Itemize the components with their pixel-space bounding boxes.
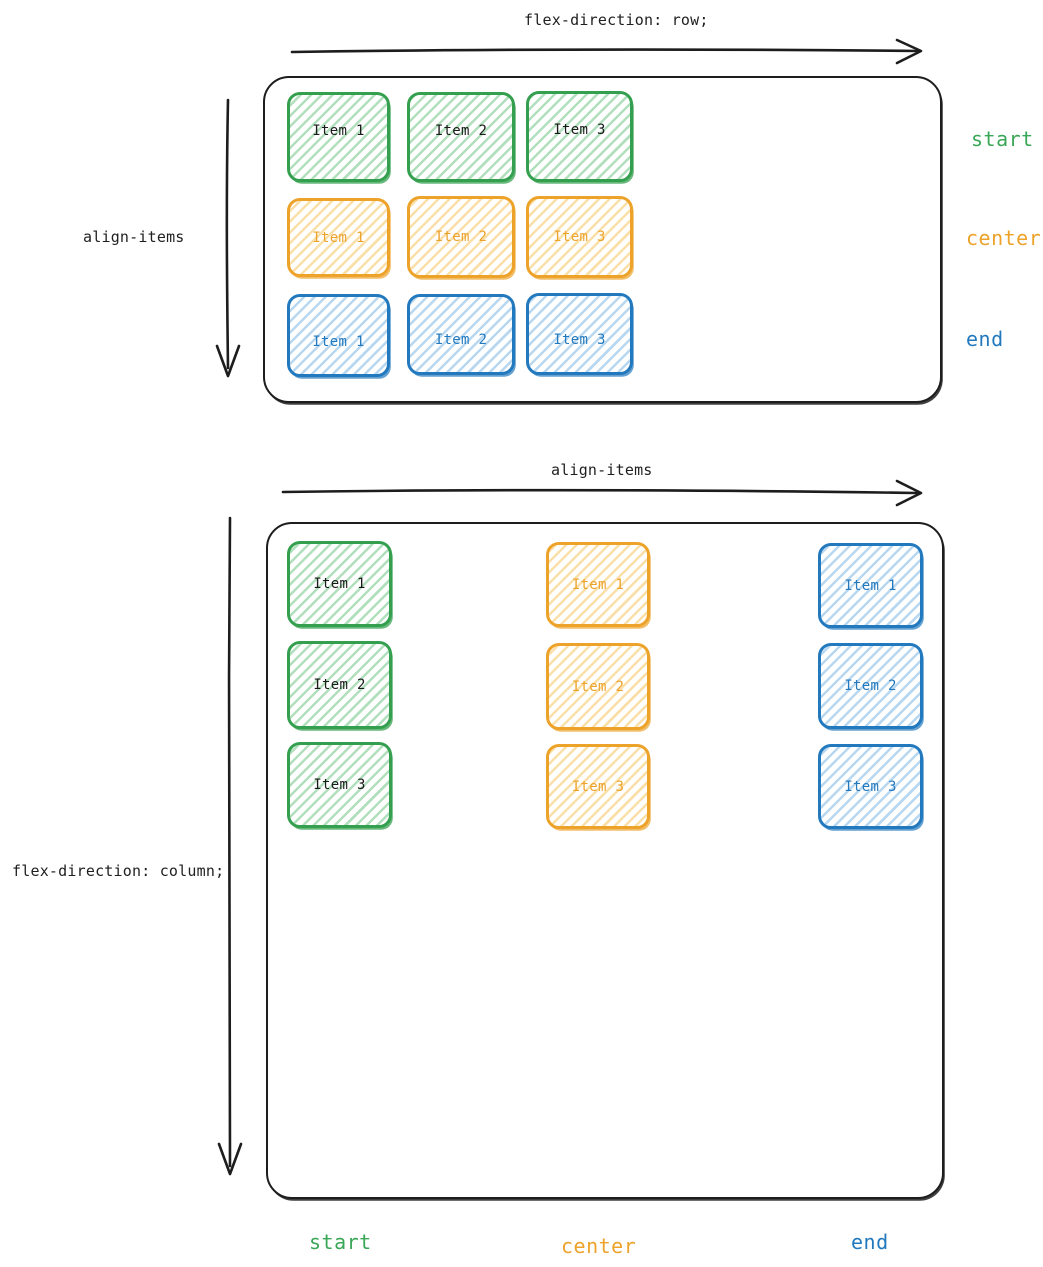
column-center-item-2[interactable]: Item 2 (546, 643, 650, 730)
row-cross-axis-arrow (215, 98, 241, 378)
item-label: Item 1 (844, 577, 897, 594)
row-center-label: center (966, 226, 1042, 250)
item-label: Item 3 (571, 778, 625, 795)
item-label: Item 3 (313, 777, 366, 793)
column-center-item-3[interactable]: Item 3 (546, 744, 650, 829)
item-label: Item 1 (312, 334, 365, 350)
row-end-item-3[interactable]: Item 3 (526, 293, 633, 375)
row-center-item-2[interactable]: Item 2 (407, 196, 515, 278)
item-label: Item 1 (312, 123, 365, 139)
item-label: Item 1 (312, 229, 365, 246)
item-label: Item 2 (434, 332, 488, 348)
item-label: Item 2 (313, 677, 366, 693)
column-end-item-3[interactable]: Item 3 (818, 744, 923, 829)
row-start-item-1[interactable]: Item 1 (287, 92, 390, 182)
column-start-item-2[interactable]: Item 2 (287, 641, 392, 729)
column-flex-container (266, 522, 944, 1199)
item-label: Item 2 (844, 678, 897, 694)
item-label: Item 2 (434, 229, 488, 245)
column-section-top-caption: align-items (551, 461, 653, 479)
row-section-top-caption: flex-direction: row; (524, 11, 709, 29)
item-label: Item 2 (571, 678, 625, 695)
row-end-label: end (966, 327, 1004, 351)
item-label: Item 3 (553, 229, 606, 245)
column-center-label: center (561, 1234, 637, 1258)
column-end-item-2[interactable]: Item 2 (818, 643, 923, 729)
row-end-item-2[interactable]: Item 2 (407, 294, 515, 375)
item-label: Item 3 (553, 122, 606, 138)
column-cross-axis-arrow (281, 479, 923, 507)
column-main-axis-arrow (217, 516, 243, 1176)
row-start-item-3[interactable]: Item 3 (526, 91, 633, 182)
item-label: Item 1 (313, 576, 366, 592)
row-start-item-2[interactable]: Item 2 (407, 92, 515, 182)
column-section-main-axis-caption: flex-direction: column; (12, 862, 225, 880)
row-start-label: start (971, 127, 1034, 151)
item-label: Item 2 (434, 123, 488, 139)
column-start-item-3[interactable]: Item 3 (287, 742, 392, 828)
item-label: Item 3 (553, 332, 606, 348)
row-section-cross-axis-caption: align-items (83, 228, 185, 246)
row-center-item-1[interactable]: Item 1 (287, 198, 390, 277)
column-center-item-1[interactable]: Item 1 (546, 542, 650, 627)
item-label: Item 1 (571, 576, 625, 593)
column-start-item-1[interactable]: Item 1 (287, 541, 392, 627)
row-main-axis-arrow (290, 38, 923, 65)
column-start-label: start (309, 1230, 372, 1254)
column-end-item-1[interactable]: Item 1 (818, 543, 923, 628)
column-end-label: end (851, 1230, 889, 1254)
item-label: Item 3 (844, 778, 897, 795)
row-end-item-1[interactable]: Item 1 (287, 294, 390, 377)
row-center-item-3[interactable]: Item 3 (526, 196, 633, 278)
